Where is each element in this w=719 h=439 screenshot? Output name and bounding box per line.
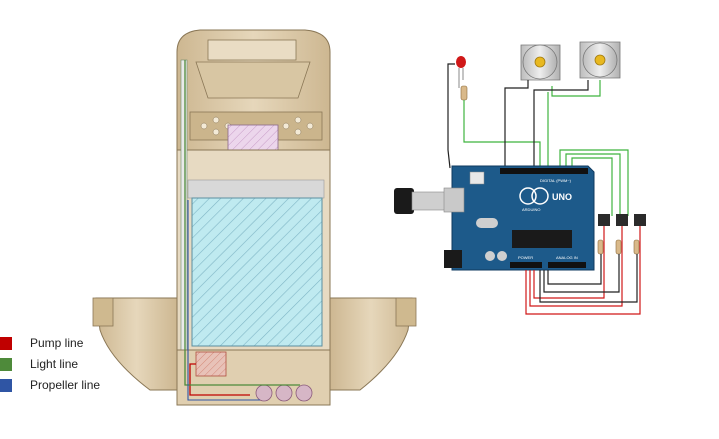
arduino-board: UNO ARDUINO DIGITAL (PWM~) ANALOG IN POW… bbox=[443, 165, 595, 271]
legend-label: Pump line bbox=[30, 336, 84, 350]
wires-red-bottom bbox=[525, 226, 641, 315]
usb-connector bbox=[394, 188, 453, 214]
bottom-flare-right bbox=[329, 297, 413, 391]
light-line bbox=[184, 60, 300, 386]
bottom-flare bbox=[95, 297, 178, 391]
pump-line bbox=[189, 363, 250, 396]
dc-motor-1 bbox=[520, 44, 561, 81]
propeller-motors bbox=[255, 384, 313, 402]
pump-unit bbox=[195, 351, 227, 377]
wires-black-bottom bbox=[539, 254, 638, 303]
legend-swatch bbox=[0, 336, 12, 350]
push-buttons bbox=[598, 214, 646, 226]
water-tank bbox=[191, 197, 323, 347]
legend-swatch bbox=[0, 378, 12, 392]
side-pipe bbox=[180, 59, 188, 371]
legend-swatch bbox=[0, 357, 12, 371]
legend-item-pump: Pump line bbox=[0, 335, 83, 351]
top-funnel bbox=[195, 61, 311, 99]
lattice-holes bbox=[200, 116, 314, 136]
top-cap-inner bbox=[207, 39, 297, 61]
flare-lip-right bbox=[395, 297, 417, 327]
inner-frame bbox=[187, 179, 325, 199]
red-led bbox=[456, 56, 468, 101]
wires-black bbox=[447, 63, 589, 169]
flare-lip-left bbox=[92, 297, 114, 327]
propeller-line bbox=[187, 200, 260, 401]
device-cross-section bbox=[92, 29, 417, 406]
circuit: UNO ARDUINO DIGITAL (PWM~) ANALOG IN POW… bbox=[394, 41, 646, 315]
legend-item-propeller: Propeller line bbox=[0, 377, 100, 393]
dc-motor-2 bbox=[579, 41, 621, 79]
legend-item-light: Light line bbox=[0, 356, 78, 372]
digital-label: DIGITAL (PWM~) bbox=[540, 178, 572, 183]
board-subtitle: ARDUINO bbox=[522, 207, 540, 212]
wires-green bbox=[463, 80, 629, 216]
legend-label: Propeller line bbox=[30, 378, 101, 392]
resistors bbox=[597, 239, 640, 255]
legend-label: Light line bbox=[30, 357, 79, 371]
analog-label: ANALOG IN bbox=[556, 255, 578, 260]
board-brand: UNO bbox=[552, 192, 572, 202]
power-label: POWER bbox=[518, 255, 533, 260]
